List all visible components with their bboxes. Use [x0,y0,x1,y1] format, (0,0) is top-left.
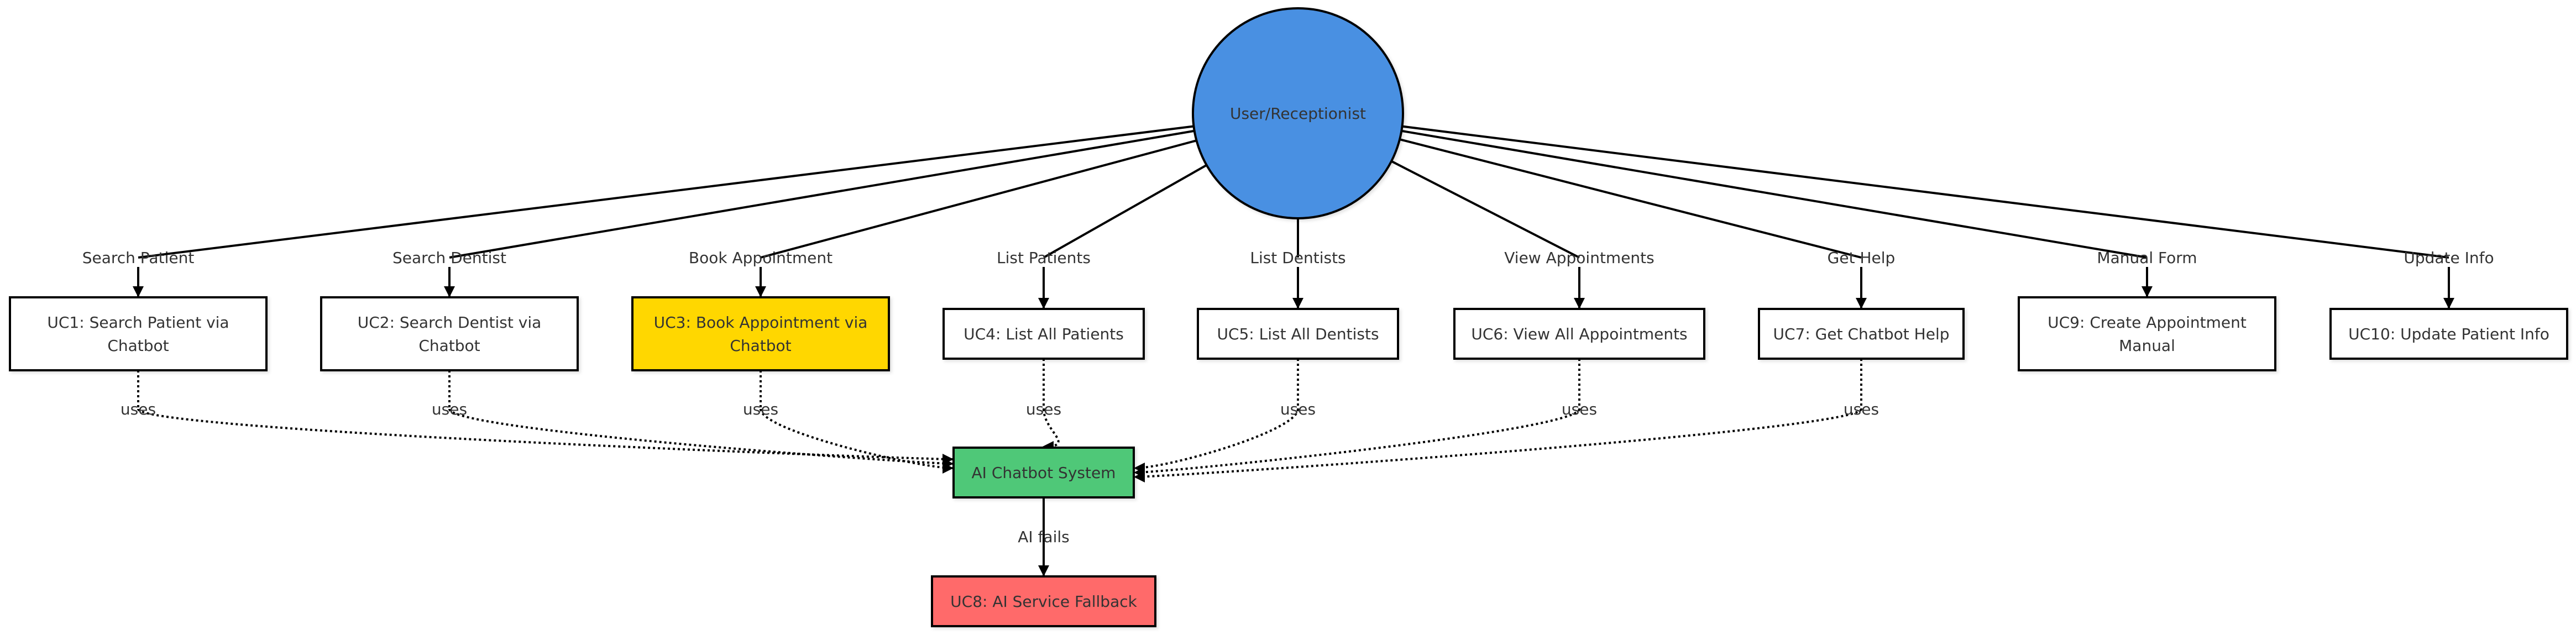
uses-label-uc4: uses [1026,400,1061,418]
usecase-uc7-shape [1758,308,1965,360]
uses-label-uc3: uses [743,400,778,418]
usecase-uc6[interactable]: UC6: View All Appointments [1453,308,1705,360]
edge-actor-to-uc9 [1401,129,2148,259]
usecase-uc10[interactable]: UC10: Update Patient Info [2329,308,2568,360]
edge-actor-to-uc1 [138,125,1194,259]
usecase-uc5[interactable]: UC5: List All Dentists [1197,308,1399,360]
edge-actor-to-uc7 [1399,138,1862,259]
uses-label-uc1: uses [121,400,156,418]
usecase-uc7[interactable]: UC7: Get Chatbot Help [1758,308,1965,360]
edge-actor-to-uc4 [1043,164,1207,259]
usecase-uc8-fallback[interactable]: UC8: AI Service Fallback [931,575,1156,627]
usecase-uc3-shape [631,296,890,371]
edge-label-uc6-text: View Appointments [1504,249,1654,267]
usecase-uc10-shape [2329,308,2568,360]
edge-label-ai-fails: AI fails [1018,528,1069,546]
uses-label-uc6: uses [1562,400,1597,418]
edge-label-uc4-text: List Patients [997,249,1091,267]
actor-circle [1192,7,1404,219]
edge-actor-to-uc3 [760,139,1197,259]
uses-label-uc2: uses [432,400,467,418]
usecase-uc1-label-line-2: Chatbot [107,337,169,355]
uses-label-uc5-text: uses [1280,400,1316,418]
edge-actor-to-uc6 [1391,160,1580,259]
actor-label: User/Receptionist [1230,104,1366,123]
edge-label-uc7: Get Help [1828,249,1896,267]
usecase-uc9-label-line-2: Manual [2119,337,2175,355]
usecase-uc8-fallback-label-line-1: UC8: AI Service Fallback [950,592,1137,611]
ai-chatbot-system-label-line-1: AI Chatbot System [972,464,1116,482]
uses-edge-uc1 [137,408,954,465]
usecase-uc6-shape [1453,308,1705,360]
usecase-uc1-shape [9,296,268,371]
usecase-uc8-fallback-shape [931,575,1156,627]
edge-label-uc5: List Dentists [1250,249,1345,267]
edge-label-uc5-text: List Dentists [1250,249,1345,267]
uses-label-uc7: uses [1844,400,1879,418]
edge-label-ai-fails-text: AI fails [1018,528,1069,546]
usecase-uc9-shape [2018,296,2276,371]
edge-label-uc2-text: Search Dentist [392,249,506,267]
edge-label-uc9-text: Manual Form [2097,249,2197,267]
usecase-uc7-label-line-1: UC7: Get Chatbot Help [1773,325,1949,343]
uses-edge-uc3 [760,408,954,474]
usecase-uc1-label-line-1: UC1: Search Patient via [47,313,229,332]
usecase-uc4-shape [943,308,1145,360]
actor-user-receptionist[interactable]: User/Receptionist [1192,7,1404,219]
usecase-uc2-label-line-1: UC2: Search Dentist via [358,313,542,332]
edge-label-uc1: Search Patient [82,249,195,267]
uses-label-uc7-text: uses [1844,400,1879,418]
edge-label-uc2: Search Dentist [392,249,506,267]
uses-label-uc6-text: uses [1562,400,1597,418]
uses-label-uc5: uses [1280,400,1316,418]
uses-edge-uc6 [1134,408,1580,478]
edge-label-uc3: Book Appointment [689,249,833,267]
edge-label-uc10: Update Info [2404,249,2494,267]
uses-label-uc4-text: uses [1026,400,1061,418]
uses-label-uc3-text: uses [743,400,778,418]
edges-layer [133,125,2454,576]
usecase-uc5-label-line-1: UC5: List All Dentists [1217,325,1379,343]
edge-labels-layer: Search Patient uses Search Dentist uses Book… [82,249,2494,546]
usecase-uc4-label-line-1: UC4: List All Patients [964,325,1124,343]
usecase-uc9-label-line-1: UC9: Create Appointment [2048,313,2247,332]
edge-actor-to-uc2 [449,129,1195,259]
uses-edge-uc7 [1134,408,1862,482]
usecase-uc2-shape [320,296,579,371]
ai-chatbot-system-shape [952,447,1135,498]
edge-actor-to-uc10 [1402,125,2449,259]
edge-label-uc4: List Patients [997,249,1091,267]
ai-chatbot-system[interactable]: AI Chatbot System [952,447,1135,498]
edge-label-uc10-text: Update Info [2404,249,2494,267]
uses-label-uc2-text: uses [432,400,467,418]
usecase-uc4[interactable]: UC4: List All Patients [943,308,1145,360]
edge-label-uc7-text: Get Help [1828,249,1896,267]
uses-edge-uc5 [1134,408,1299,474]
uses-edge-uc4 [1043,408,1060,452]
edge-label-uc9: Manual Form [2097,249,2197,267]
usecase-uc10-label-line-1: UC10: Update Patient Info [2348,325,2549,343]
edge-label-uc1-text: Search Patient [82,249,195,267]
edge-label-uc3-text: Book Appointment [689,249,833,267]
usecase-uc3-label-line-2: Chatbot [730,337,791,355]
usecase-uc5-shape [1197,308,1399,360]
usecase-uc6-label-line-1: UC6: View All Appointments [1471,325,1687,343]
uses-edge-uc2 [448,408,954,469]
usecase-uc3-label-line-1: UC3: Book Appointment via [654,313,868,332]
uses-label-uc1-text: uses [121,400,156,418]
edge-label-uc6: View Appointments [1504,249,1654,267]
usecase-uc2-label-line-2: Chatbot [418,337,480,355]
